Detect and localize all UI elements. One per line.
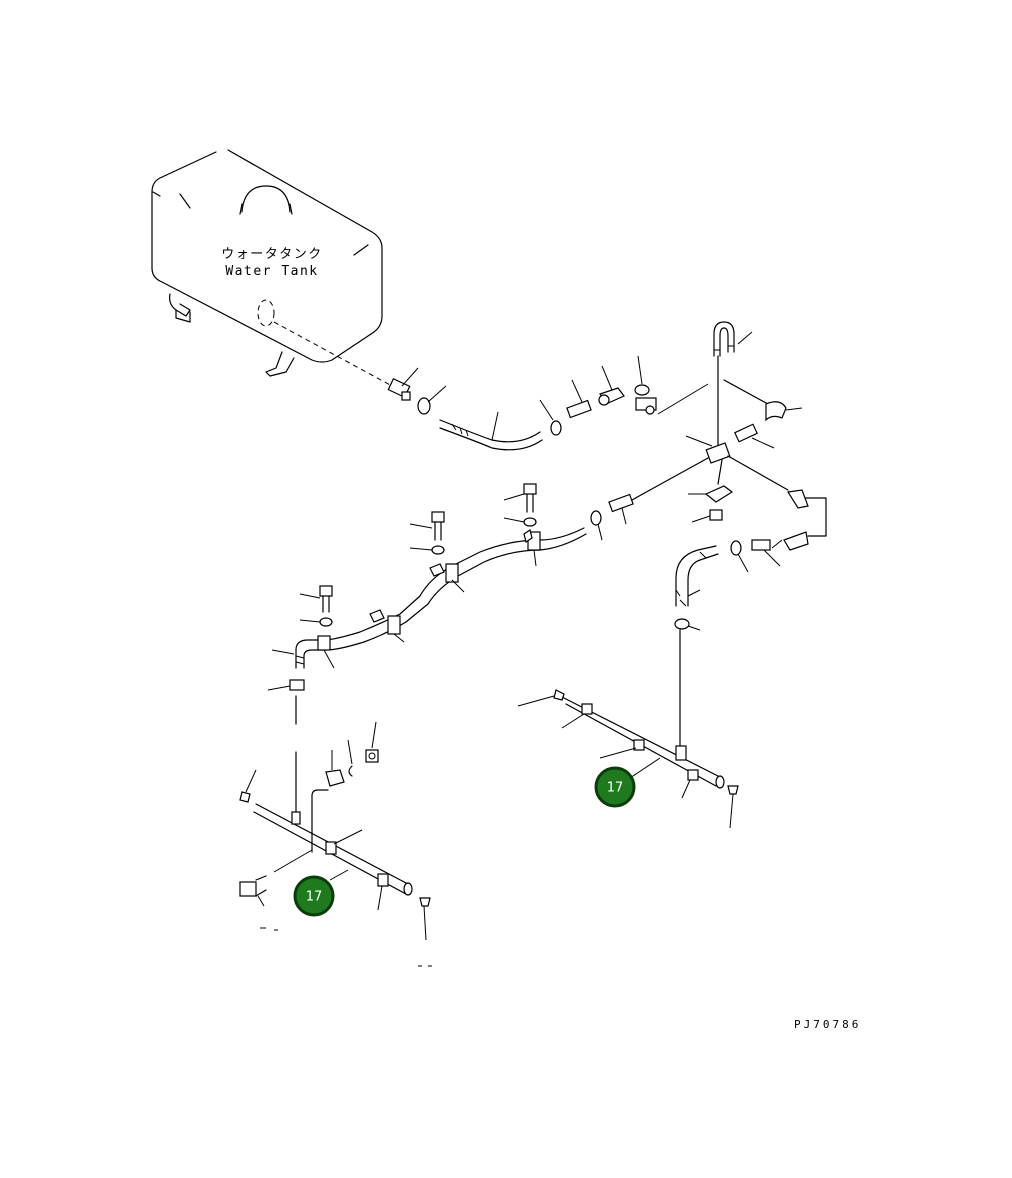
water-tank: ウォータタンク Water Tank (151, 149, 383, 377)
right-hose-assembly (674, 545, 719, 747)
drain-route-line (273, 321, 393, 387)
left-manifold-pipe (239, 721, 432, 967)
pipe-clamp-r3 (681, 769, 699, 799)
pipe-clamp-l2 (377, 873, 389, 911)
bolt-3 (299, 585, 333, 613)
clamp-4 (674, 618, 701, 631)
clamp-3 (730, 540, 749, 573)
hose-clamp-2 (539, 399, 562, 436)
hose-1 (439, 411, 543, 451)
clip-l (325, 750, 345, 787)
pipe-clamp-r2 (599, 739, 645, 759)
tank-outlet-connector (387, 367, 419, 401)
elbow-1 (598, 365, 625, 406)
callout-badge-right[interactable]: 17 (594, 766, 636, 808)
callout-number[interactable]: 17 (607, 781, 624, 796)
gasket-1 (634, 355, 650, 396)
vertical-pipe-run (649, 321, 827, 573)
plug-l2 (419, 897, 431, 941)
union-fitting (734, 423, 775, 449)
washer-2 (409, 545, 445, 555)
pipe-clamp-l1 (325, 829, 363, 855)
bracket-1 (688, 485, 734, 503)
elbow-2 (765, 401, 803, 422)
washer-1 (503, 517, 537, 527)
drawing-code: PJ70786 (794, 1018, 861, 1031)
callout-number[interactable]: 17 (306, 890, 323, 905)
retainer-l (347, 739, 353, 777)
clamp-5 (590, 510, 603, 541)
clamp-6 (267, 679, 305, 691)
plug-l1 (239, 769, 257, 803)
elbow-3 (771, 489, 827, 551)
left-hose-run (267, 483, 651, 821)
right-manifold-pipe (517, 689, 739, 829)
bolt-1 (503, 483, 537, 513)
nut-l (365, 721, 379, 763)
tee-fitting-1 (635, 383, 709, 415)
washer-3 (299, 617, 333, 627)
bolt-2 (409, 511, 445, 541)
tank-label-jp: ウォータタンク (221, 247, 323, 262)
pipe-clamp-r1 (561, 703, 593, 729)
adapter-1 (566, 379, 592, 419)
bolt-l (239, 875, 267, 907)
callout-circle[interactable] (594, 766, 636, 808)
tee-junction (685, 435, 731, 464)
callout-circle[interactable] (293, 875, 335, 917)
adapter-3 (608, 493, 634, 525)
nut-1 (691, 509, 723, 523)
adapter-2 (751, 539, 781, 567)
tank-label-en: Water Tank (225, 264, 318, 279)
plug-r (727, 785, 739, 829)
callout-badge-left[interactable]: 17 (293, 875, 335, 917)
upper-hose-run (387, 355, 709, 451)
hose-clamp-1 (417, 385, 447, 415)
